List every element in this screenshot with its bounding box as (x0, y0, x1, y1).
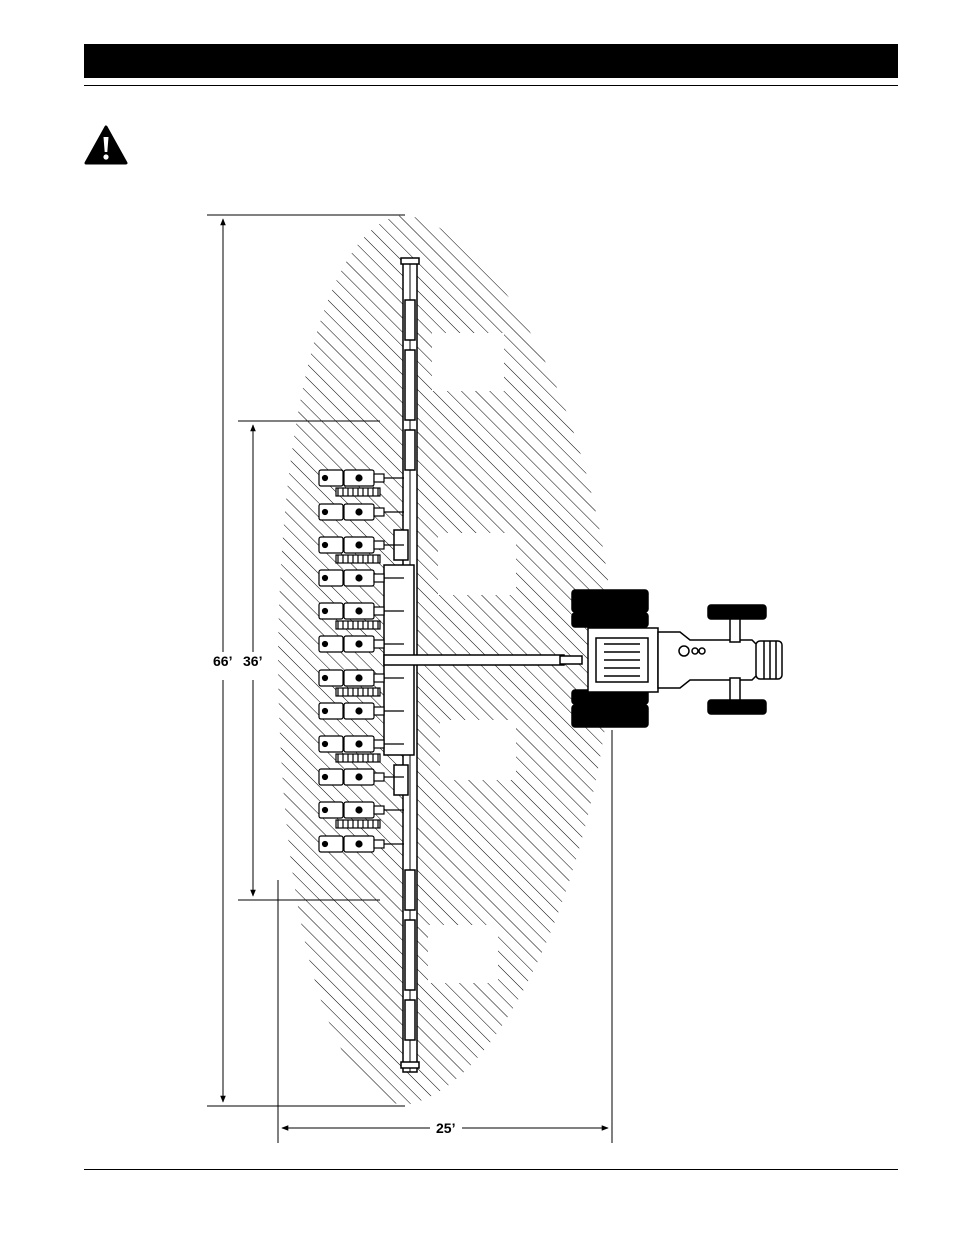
footer-rule (84, 1169, 898, 1170)
header-bar (84, 44, 898, 78)
tractor (572, 590, 782, 727)
dimension-total-width-label: 66’ (213, 653, 232, 669)
header-rule (84, 85, 898, 86)
dimension-planter-width-label: 36’ (243, 653, 262, 669)
planter-hazard-diagram: 66’ 36’ 25’ (180, 200, 820, 1160)
hitch-tongue (384, 655, 582, 665)
warning-triangle-icon (84, 125, 128, 165)
dimension-depth-label: 25’ (436, 1120, 455, 1136)
